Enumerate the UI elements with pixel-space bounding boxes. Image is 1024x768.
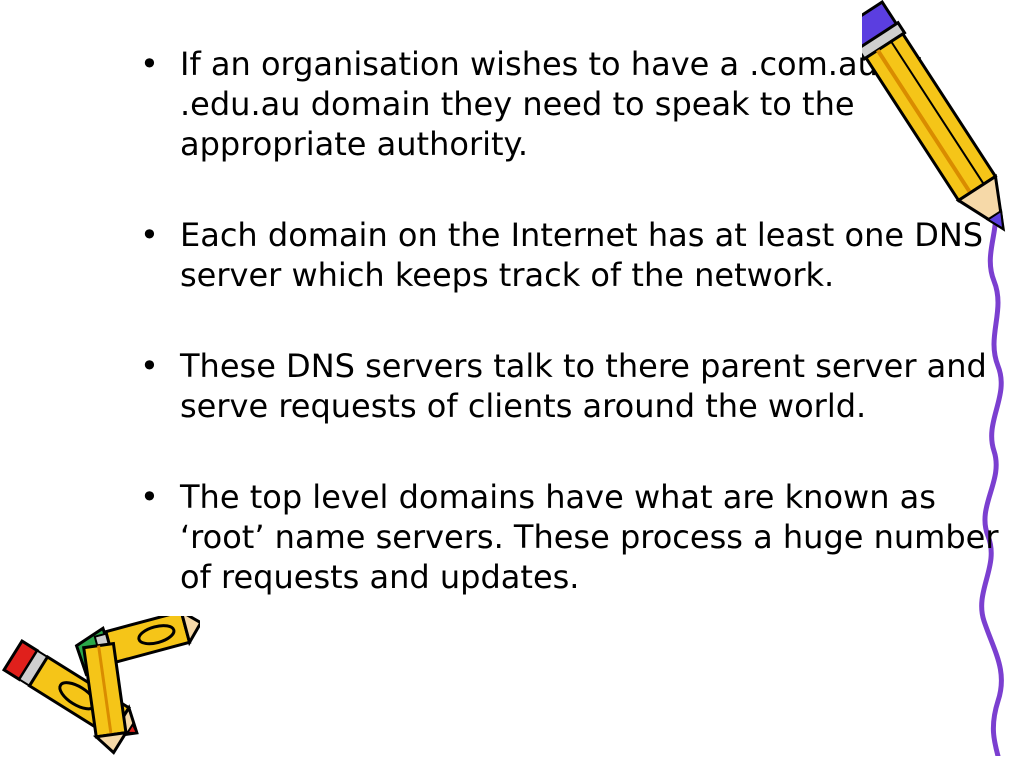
bullet-item: • These DNS servers talk to there parent…: [140, 346, 1000, 426]
bullet-text: If an organisation wishes to have a .com…: [180, 45, 921, 163]
bullet-marker: •: [140, 45, 159, 83]
bullet-text: The top level domains have what are know…: [180, 478, 999, 596]
bullet-marker: •: [140, 216, 159, 254]
bullet-item: • If an organisation wishes to have a .c…: [140, 44, 1000, 164]
pencils-icon: [1, 616, 200, 755]
pencil-icon: [862, 0, 1006, 232]
bullet-list: • If an organisation wishes to have a .c…: [140, 44, 1000, 648]
squiggle-decoration: [979, 196, 1004, 756]
bullet-text: These DNS servers talk to there parent s…: [180, 347, 987, 425]
bullet-text: Each domain on the Internet has at least…: [180, 216, 984, 294]
bullet-marker: •: [140, 347, 159, 385]
bullet-marker: •: [140, 478, 159, 516]
squiggle-line: [979, 196, 1004, 756]
bullet-item: • The top level domains have what are kn…: [140, 477, 1000, 597]
bullet-item: • Each domain on the Internet has at lea…: [140, 215, 1000, 295]
